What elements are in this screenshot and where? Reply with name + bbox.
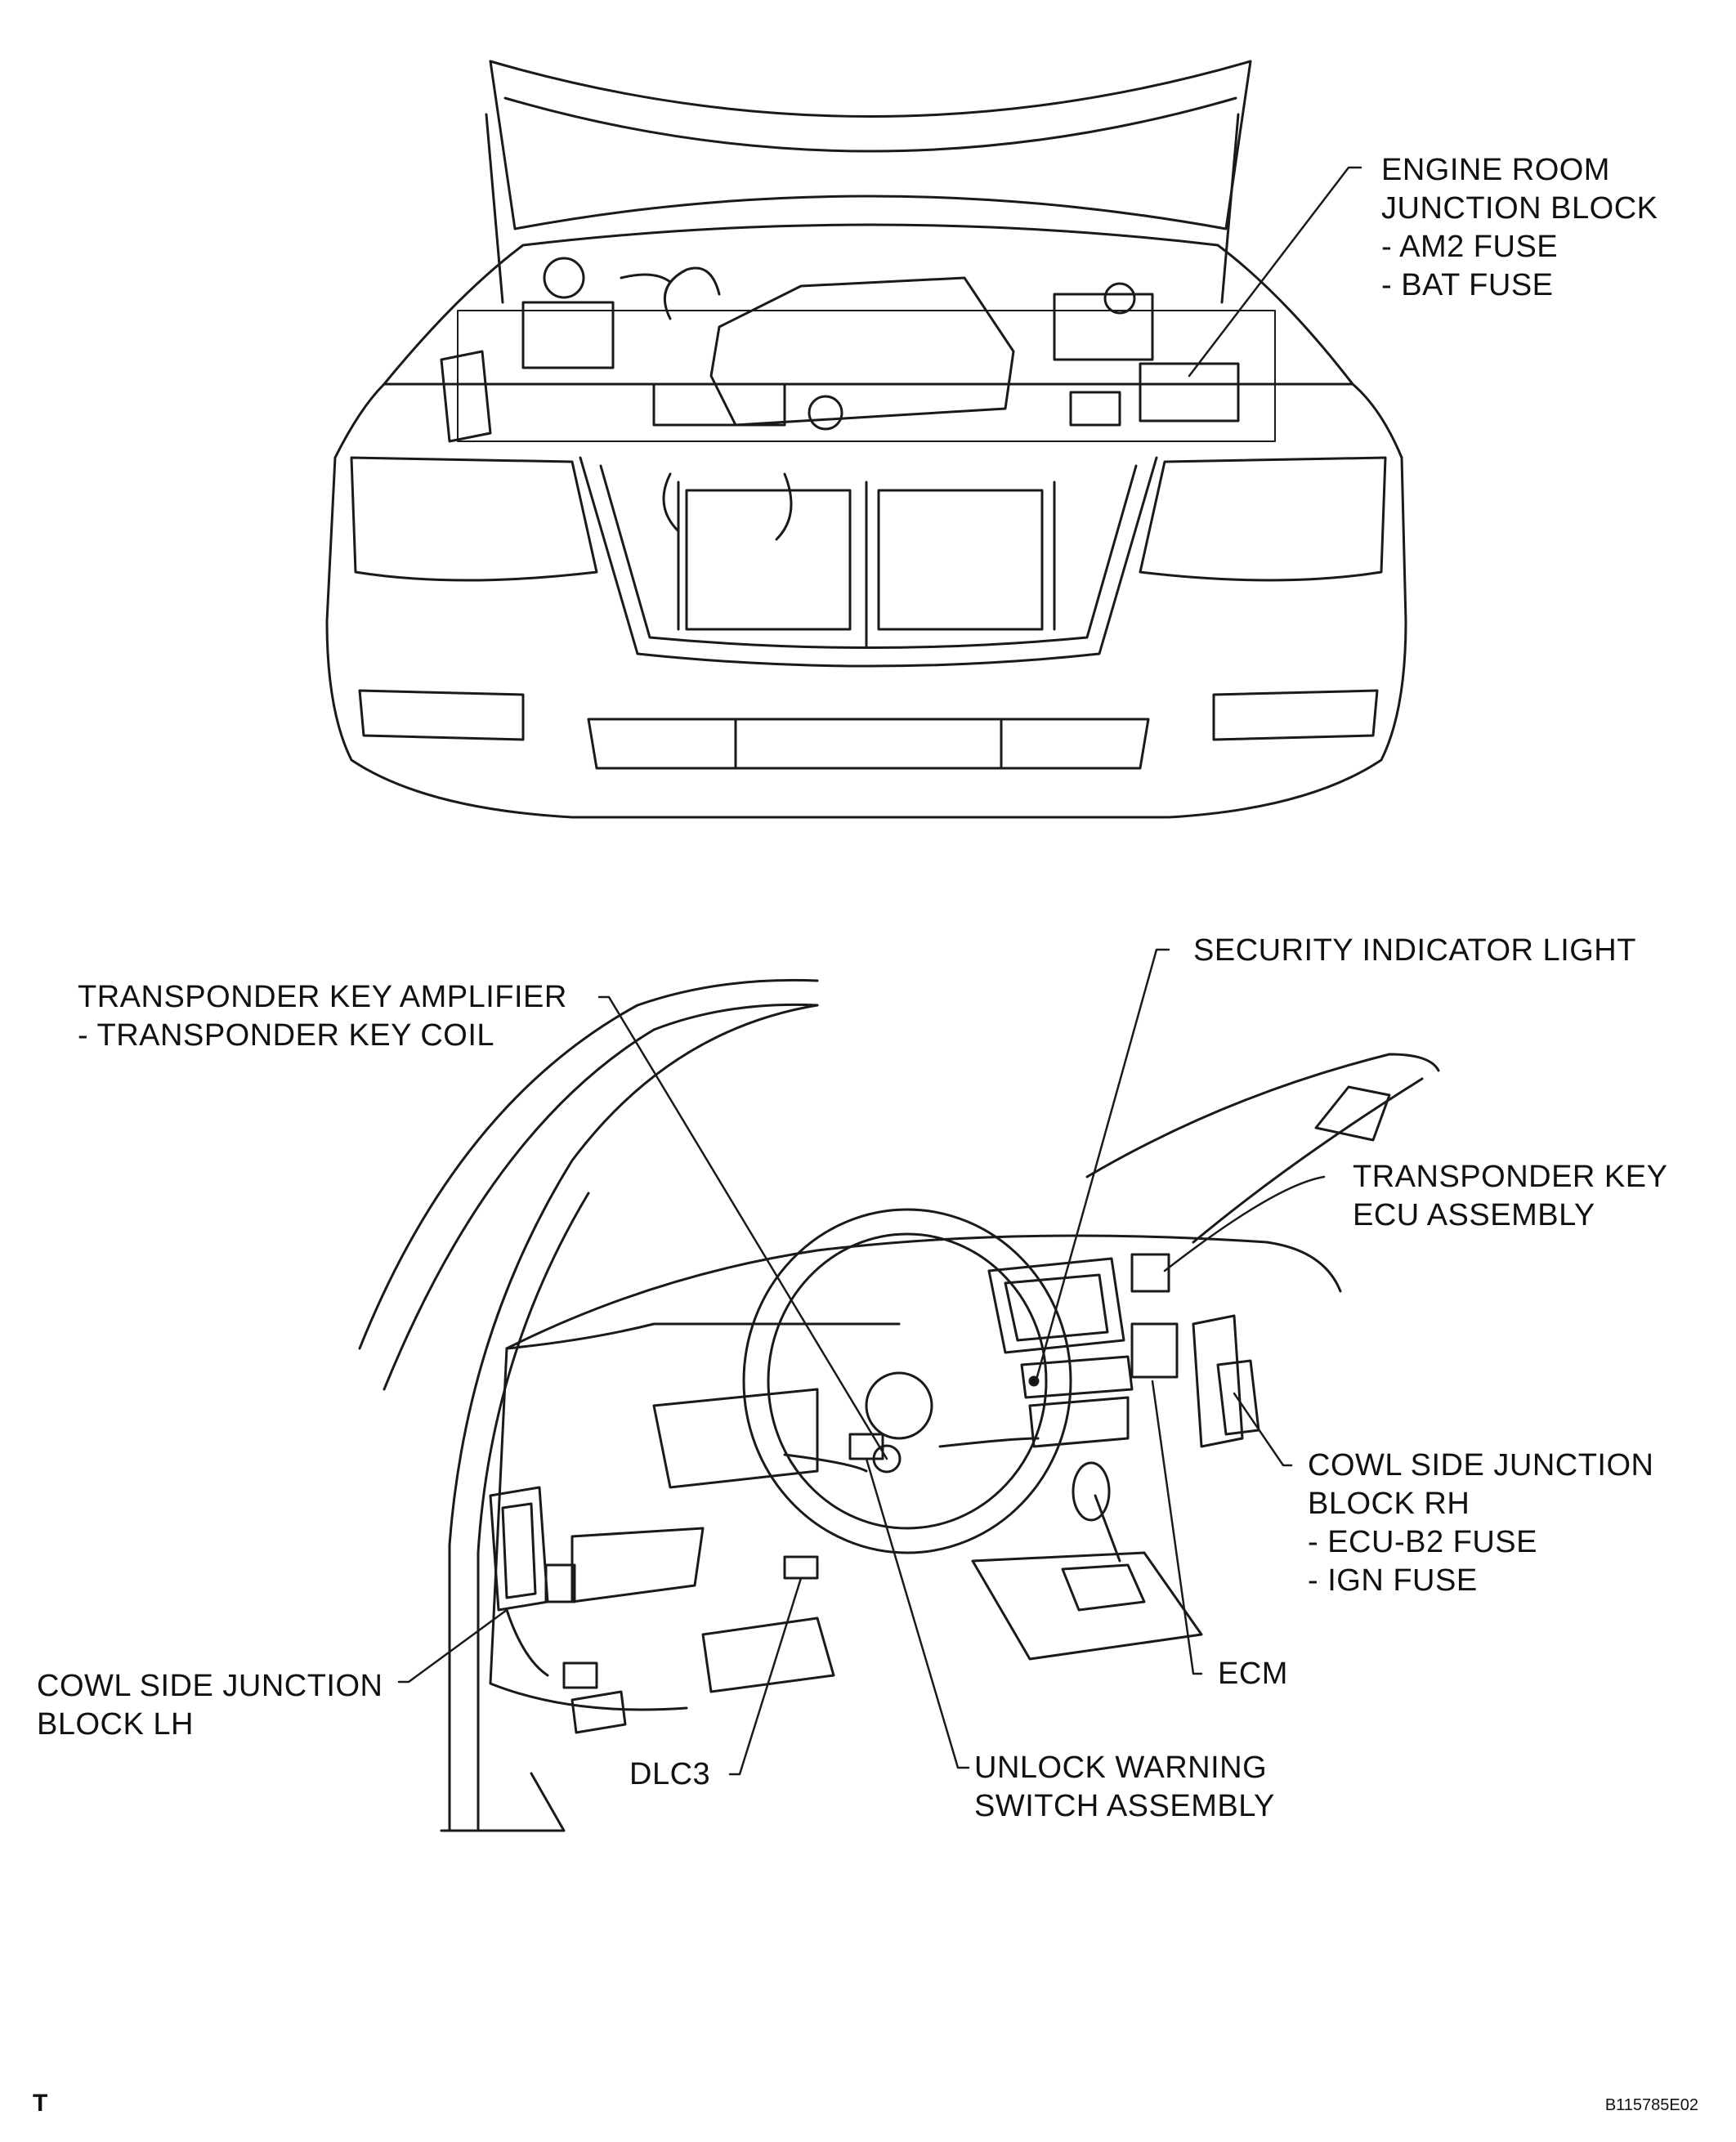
- label-line: - BAT FUSE: [1381, 268, 1554, 302]
- label-line: - TRANSPONDER KEY COIL: [78, 1018, 495, 1053]
- dashboard-interior-drawing: [358, 978, 1440, 1832]
- figure-code: B115785E02: [1604, 2096, 1698, 2114]
- label-transponder-key-ecu: TRANSPONDER KEY ECU ASSEMBLY: [1353, 1158, 1667, 1235]
- label-line: SWITCH ASSEMBLY: [974, 1789, 1275, 1823]
- label-line: TRANSPONDER KEY AMPLIFIER: [78, 980, 567, 1014]
- label-line: BLOCK LH: [37, 1707, 194, 1742]
- label-dlc3: DLC3: [629, 1755, 710, 1794]
- label-security-indicator-light: SECURITY INDICATOR LIGHT: [1193, 932, 1636, 970]
- label-cowl-side-junction-block-lh: COWL SIDE JUNCTION BLOCK LH: [37, 1667, 383, 1744]
- label-line: TRANSPONDER KEY: [1353, 1160, 1668, 1194]
- corner-mark: T: [33, 2090, 48, 2117]
- label-line: - AM2 FUSE: [1381, 230, 1559, 264]
- label-line: COWL SIDE JUNCTION: [37, 1669, 383, 1703]
- label-line: DLC3: [629, 1757, 711, 1791]
- label-line: ECU ASSEMBLY: [1353, 1198, 1595, 1232]
- label-line: - IGN FUSE: [1308, 1563, 1478, 1598]
- label-line: COWL SIDE JUNCTION: [1308, 1448, 1654, 1482]
- label-line: BLOCK RH: [1308, 1487, 1470, 1521]
- label-transponder-key-amplifier: TRANSPONDER KEY AMPLIFIER - TRANSPONDER …: [78, 978, 567, 1055]
- engine-room-junction-block-shape: [1139, 362, 1240, 423]
- leader-lines: [397, 166, 1362, 1776]
- label-line: ENGINE ROOM: [1381, 153, 1610, 187]
- label-line: SECURITY INDICATOR LIGHT: [1193, 933, 1636, 968]
- label-engine-room-junction-block: ENGINE ROOM JUNCTION BLOCK - AM2 FUSE - …: [1381, 151, 1658, 305]
- label-line: - ECU-B2 FUSE: [1308, 1525, 1537, 1559]
- label-ecm: ECM: [1218, 1655, 1288, 1693]
- label-cowl-side-junction-block-rh: COWL SIDE JUNCTION BLOCK RH - ECU-B2 FUS…: [1308, 1447, 1654, 1600]
- label-line: ECM: [1218, 1657, 1288, 1691]
- label-line: JUNCTION BLOCK: [1381, 191, 1658, 226]
- label-line: UNLOCK WARNING: [974, 1751, 1268, 1785]
- vehicle-front-drawing: [325, 60, 1407, 819]
- label-unlock-warning-switch: UNLOCK WARNING SWITCH ASSEMBLY: [974, 1749, 1275, 1826]
